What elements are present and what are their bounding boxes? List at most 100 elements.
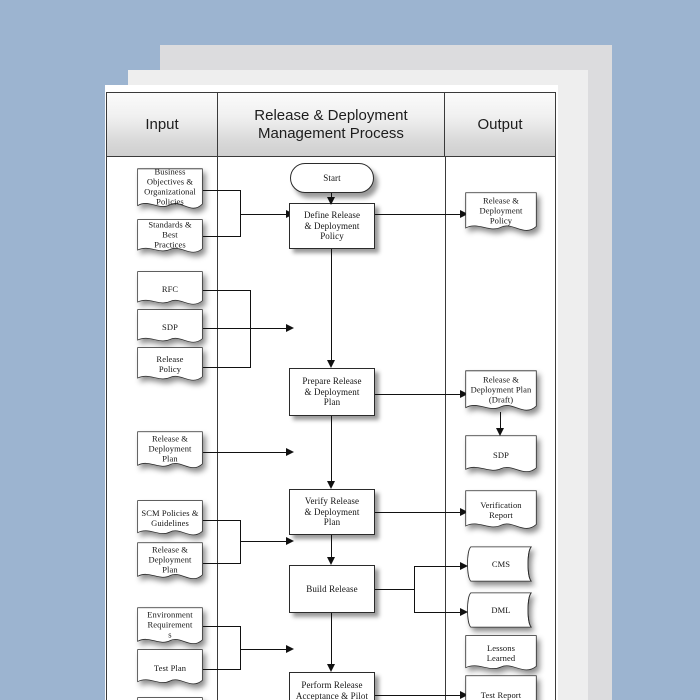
connector-line — [240, 649, 288, 651]
input-label-rfc: RFC — [161, 283, 179, 294]
text-line: Policy — [320, 231, 344, 242]
connector-line — [375, 214, 462, 216]
text-line: Plan — [323, 517, 341, 528]
connector-arrow — [327, 360, 335, 368]
output-label-release-deployment-policy: Release & Deployment Policy — [465, 196, 537, 226]
connector-arrow — [496, 428, 504, 436]
process-node-define-release-deployment-policy[interactable]: Define Release & Deployment Policy — [289, 203, 375, 249]
text-line: Release & — [482, 195, 520, 206]
connector-line — [375, 394, 462, 396]
text-line: Objectives & — [146, 176, 194, 187]
input-node-release-policy[interactable]: Release Policy — [137, 347, 203, 385]
text-line: Deployment Policy — [479, 205, 523, 226]
connector-arrow — [460, 390, 468, 398]
connector-line — [331, 249, 333, 361]
output-node-cms[interactable]: CMS — [465, 545, 537, 583]
process-label-build-release: Build Release — [306, 583, 358, 594]
process-title-line-2: Management Process — [258, 124, 404, 142]
connector-line — [331, 613, 333, 665]
input-node-scm-policies[interactable]: SCM Policies & Guidelines — [137, 500, 203, 540]
text-line: Practices — [154, 239, 186, 250]
text-line: Release & — [151, 433, 189, 444]
input-node-release-deployment-plan-2[interactable]: Release & Deployment Plan — [137, 542, 203, 584]
connector-line — [203, 328, 251, 330]
process-node-prepare-release-deployment-plan[interactable]: Prepare Release & Deployment Plan — [289, 368, 375, 416]
output-node-dml[interactable]: DML — [465, 591, 537, 629]
input-label-scm-policies: SCM Policies & Guidelines — [138, 508, 201, 528]
output-node-release-deployment-plan-draft[interactable]: Release & Deployment Plan (Draft) — [465, 370, 537, 416]
output-node-sdp[interactable]: SDP — [465, 435, 537, 477]
flowchart-body: Business Objectives & Organizational Pol… — [107, 157, 555, 700]
input-node-rfc[interactable]: RFC — [137, 271, 203, 309]
process-label-verify-plan: Verify Release & Deployment Plan — [302, 496, 363, 528]
column-header-process-label: Release & Deployment Management Process — [254, 107, 407, 142]
column-header-output-label: Output — [477, 115, 523, 133]
input-node-release-deployment-plan-1[interactable]: Release & Deployment Plan — [137, 431, 203, 473]
text-line: Perform Release — [301, 680, 363, 691]
connector-line — [203, 452, 288, 454]
column-header-output: Output — [445, 93, 555, 156]
connector-arrow — [286, 645, 294, 653]
text-line: & Deployment — [304, 386, 360, 397]
process-label-start: Start — [323, 172, 341, 183]
connector-line — [414, 612, 462, 614]
output-label-sdp: SDP — [493, 449, 509, 460]
input-label-release-deployment-plan-1: Release & Deployment Plan — [145, 434, 194, 464]
connector-line — [240, 190, 242, 237]
text-line: Organizational — [144, 186, 196, 197]
connector-arrow — [327, 481, 335, 489]
connector-arrow — [460, 691, 468, 699]
process-label-perform-testing: Perform Release Acceptance & Pilot Testi… — [293, 680, 371, 700]
text-line: Business — [154, 166, 186, 177]
connector-line — [375, 512, 462, 514]
connector-arrow — [460, 508, 468, 516]
text-line: Release — [156, 353, 184, 364]
connector-line — [250, 328, 288, 330]
output-node-lessons-learned[interactable]: Lessons Learned — [465, 635, 537, 675]
process-title-line-1: Release & Deployment — [254, 106, 408, 124]
flowchart-header-row: Input Release & Deployment Management Pr… — [107, 93, 555, 157]
text-line: Lessons — [486, 642, 516, 653]
process-node-verify-release-deployment-plan[interactable]: Verify Release & Deployment Plan — [289, 489, 375, 535]
process-node-perform-release-acceptance-pilot-testing[interactable]: Perform Release Acceptance & Pilot Testi… — [289, 672, 375, 700]
text-line: Acceptance & Pilot — [295, 690, 369, 700]
text-line: Plan — [323, 397, 341, 408]
input-node-test-plan[interactable]: Test Plan — [137, 649, 203, 689]
connector-line — [240, 214, 288, 216]
text-line: Policy — [158, 363, 182, 374]
input-node-standards-best-practices[interactable]: Standards & Best Practices — [137, 219, 203, 257]
process-node-start[interactable]: Start — [290, 163, 374, 193]
input-node-environment-requirements[interactable]: Environment Requirement s — [137, 607, 203, 649]
process-flowchart: Input Release & Deployment Management Pr… — [106, 92, 556, 700]
output-label-verification-report: Verification Report — [477, 500, 524, 520]
text-line: Verify Release — [304, 496, 360, 507]
connector-line — [240, 626, 242, 670]
text-line: Release & — [482, 374, 520, 385]
connector-line — [375, 695, 462, 697]
connector-arrow — [327, 664, 335, 672]
connector-line — [203, 563, 241, 565]
connector-line — [203, 290, 251, 292]
text-line: Deployment Plan — [470, 384, 532, 395]
input-label-release-policy: Release Policy — [153, 354, 186, 374]
text-line: Define Release — [303, 210, 361, 221]
connector-arrow — [460, 210, 468, 218]
connector-line — [203, 669, 241, 671]
connector-line — [331, 416, 333, 482]
output-node-release-deployment-policy[interactable]: Release & Deployment Policy — [465, 192, 537, 236]
text-line: Environment — [147, 609, 193, 620]
output-label-dml: DML — [491, 604, 511, 615]
connector-arrow — [286, 537, 294, 545]
connector-line — [203, 367, 251, 369]
input-node-sdp[interactable]: SDP — [137, 309, 203, 347]
process-node-build-release[interactable]: Build Release — [289, 565, 375, 613]
connector-arrow — [460, 562, 468, 570]
text-line: Plan — [162, 453, 178, 464]
connector-arrow — [460, 608, 468, 616]
column-header-input-label: Input — [145, 115, 179, 133]
output-node-test-report[interactable]: Test Report — [465, 675, 537, 700]
connector-line — [331, 193, 333, 199]
output-node-verification-report[interactable]: Verification Report — [465, 490, 537, 534]
input-node-business-objectives[interactable]: Business Objectives & Organizational Pol… — [137, 166, 203, 214]
